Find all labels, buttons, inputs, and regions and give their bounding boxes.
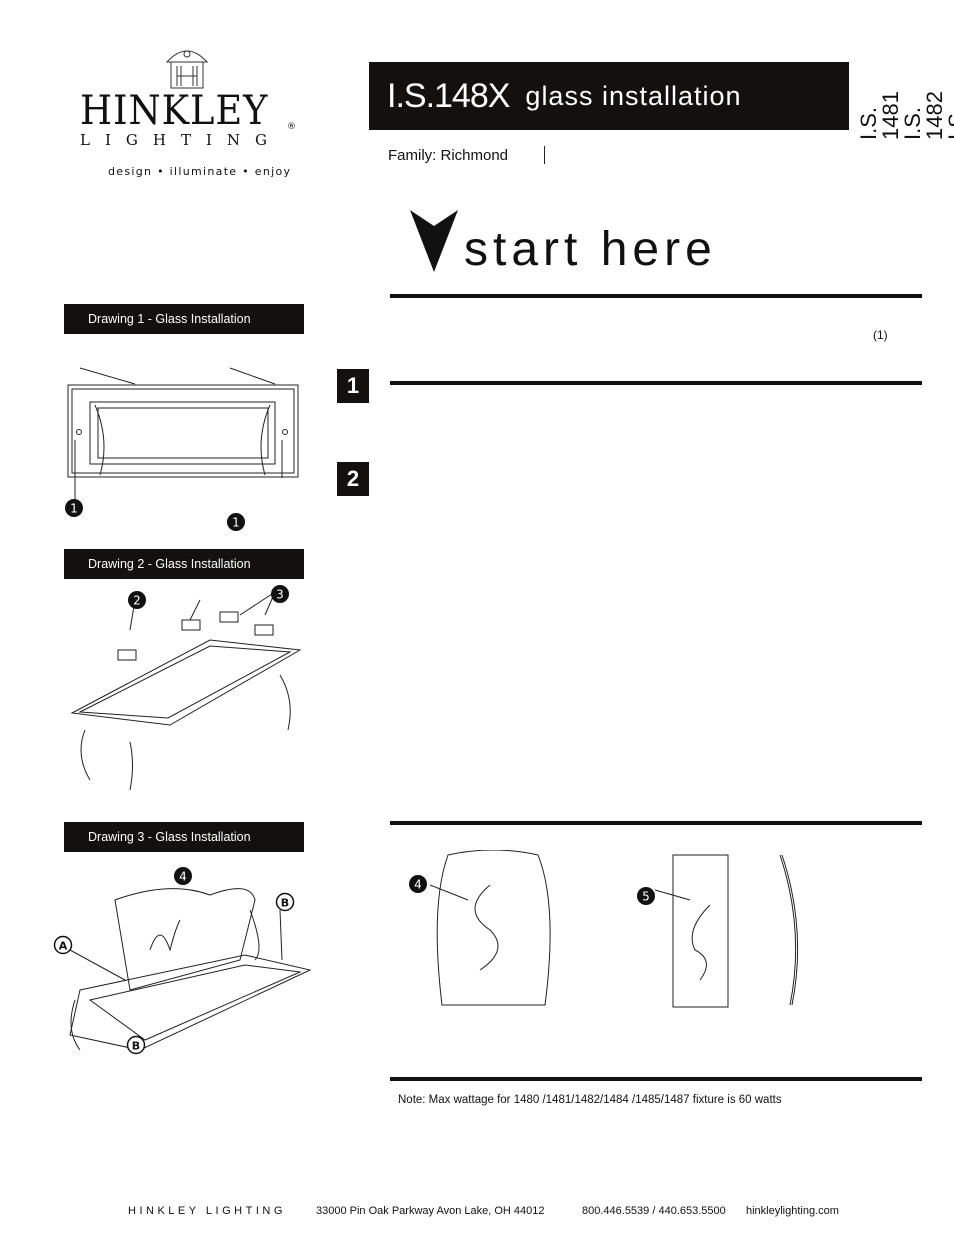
callout-a: A bbox=[53, 935, 73, 959]
model-list: I.S. 1481 I.S. 1482 I.S. 1487 bbox=[856, 60, 954, 140]
title-bar: I.S.148X glass installation bbox=[369, 62, 849, 130]
drawing-3 bbox=[69, 888, 312, 1051]
step-1-badge: 1 bbox=[337, 369, 369, 403]
brand-name: HINKLEY bbox=[80, 88, 269, 134]
family: Family: Richmond bbox=[388, 147, 509, 164]
footer-company: HINKLEY LIGHTING bbox=[128, 1205, 286, 1217]
svg-text:A: A bbox=[59, 940, 68, 953]
drawing-2 bbox=[70, 591, 302, 791]
tagline: design • illuminate • enjoy bbox=[108, 165, 292, 178]
footer-website[interactable]: hinkleylighting.com bbox=[746, 1205, 839, 1217]
svg-text:B: B bbox=[281, 897, 289, 910]
divider bbox=[390, 381, 922, 385]
divider bbox=[390, 1077, 922, 1081]
start-here: start here bbox=[464, 223, 717, 276]
model: I.S. 1481 bbox=[856, 91, 903, 140]
model: I.S. 1487 bbox=[944, 106, 954, 140]
step-2-badge: 2 bbox=[337, 462, 369, 496]
footer-phone: 800.446.5539 / 440.653.5500 bbox=[582, 1205, 726, 1217]
doc-code: I.S.148X bbox=[387, 76, 510, 115]
callout-b: B bbox=[275, 892, 295, 916]
callout-4: 4 bbox=[408, 874, 428, 898]
glass-panels-drawing bbox=[430, 850, 799, 1008]
divider bbox=[390, 821, 922, 825]
svg-text:4: 4 bbox=[414, 878, 422, 892]
callout-1: 1 bbox=[64, 498, 84, 522]
drawing-2-label: Drawing 2 - Glass Installation bbox=[64, 549, 304, 579]
model: I.S. 1482 bbox=[900, 91, 947, 140]
brand-sub: LIGHTING bbox=[80, 131, 282, 149]
footer-address: 33000 Pin Oak Parkway Avon Lake, OH 4401… bbox=[316, 1205, 545, 1217]
svg-text:5: 5 bbox=[642, 890, 650, 904]
divider bbox=[544, 146, 545, 164]
divider bbox=[390, 294, 922, 298]
arrow-down-icon bbox=[410, 210, 458, 272]
drawing-1 bbox=[67, 367, 299, 500]
callout-1: 1 bbox=[226, 512, 246, 536]
callout-4: 4 bbox=[173, 866, 193, 890]
svg-text:1: 1 bbox=[70, 502, 78, 516]
logo-emblem-icon bbox=[165, 50, 209, 89]
callout-5: 5 bbox=[636, 886, 656, 910]
drawing-3-label: Drawing 3 - Glass Installation bbox=[64, 822, 304, 852]
callout-3: 3 bbox=[270, 584, 290, 608]
callout-b: B bbox=[126, 1035, 146, 1059]
quantity: (1) bbox=[873, 328, 888, 342]
registered-mark: ® bbox=[287, 122, 296, 132]
drawing-1-label: Drawing 1 - Glass Installation bbox=[64, 304, 304, 334]
svg-text:4: 4 bbox=[179, 870, 187, 884]
svg-text:B: B bbox=[132, 1040, 140, 1053]
doc-title: glass installation bbox=[525, 80, 742, 111]
svg-text:2: 2 bbox=[133, 594, 141, 608]
wattage-note: Note: Max wattage for 1480 /1481/1482/14… bbox=[398, 1094, 782, 1106]
callout-2: 2 bbox=[127, 590, 147, 614]
svg-text:3: 3 bbox=[276, 588, 284, 602]
svg-text:1: 1 bbox=[232, 516, 240, 530]
